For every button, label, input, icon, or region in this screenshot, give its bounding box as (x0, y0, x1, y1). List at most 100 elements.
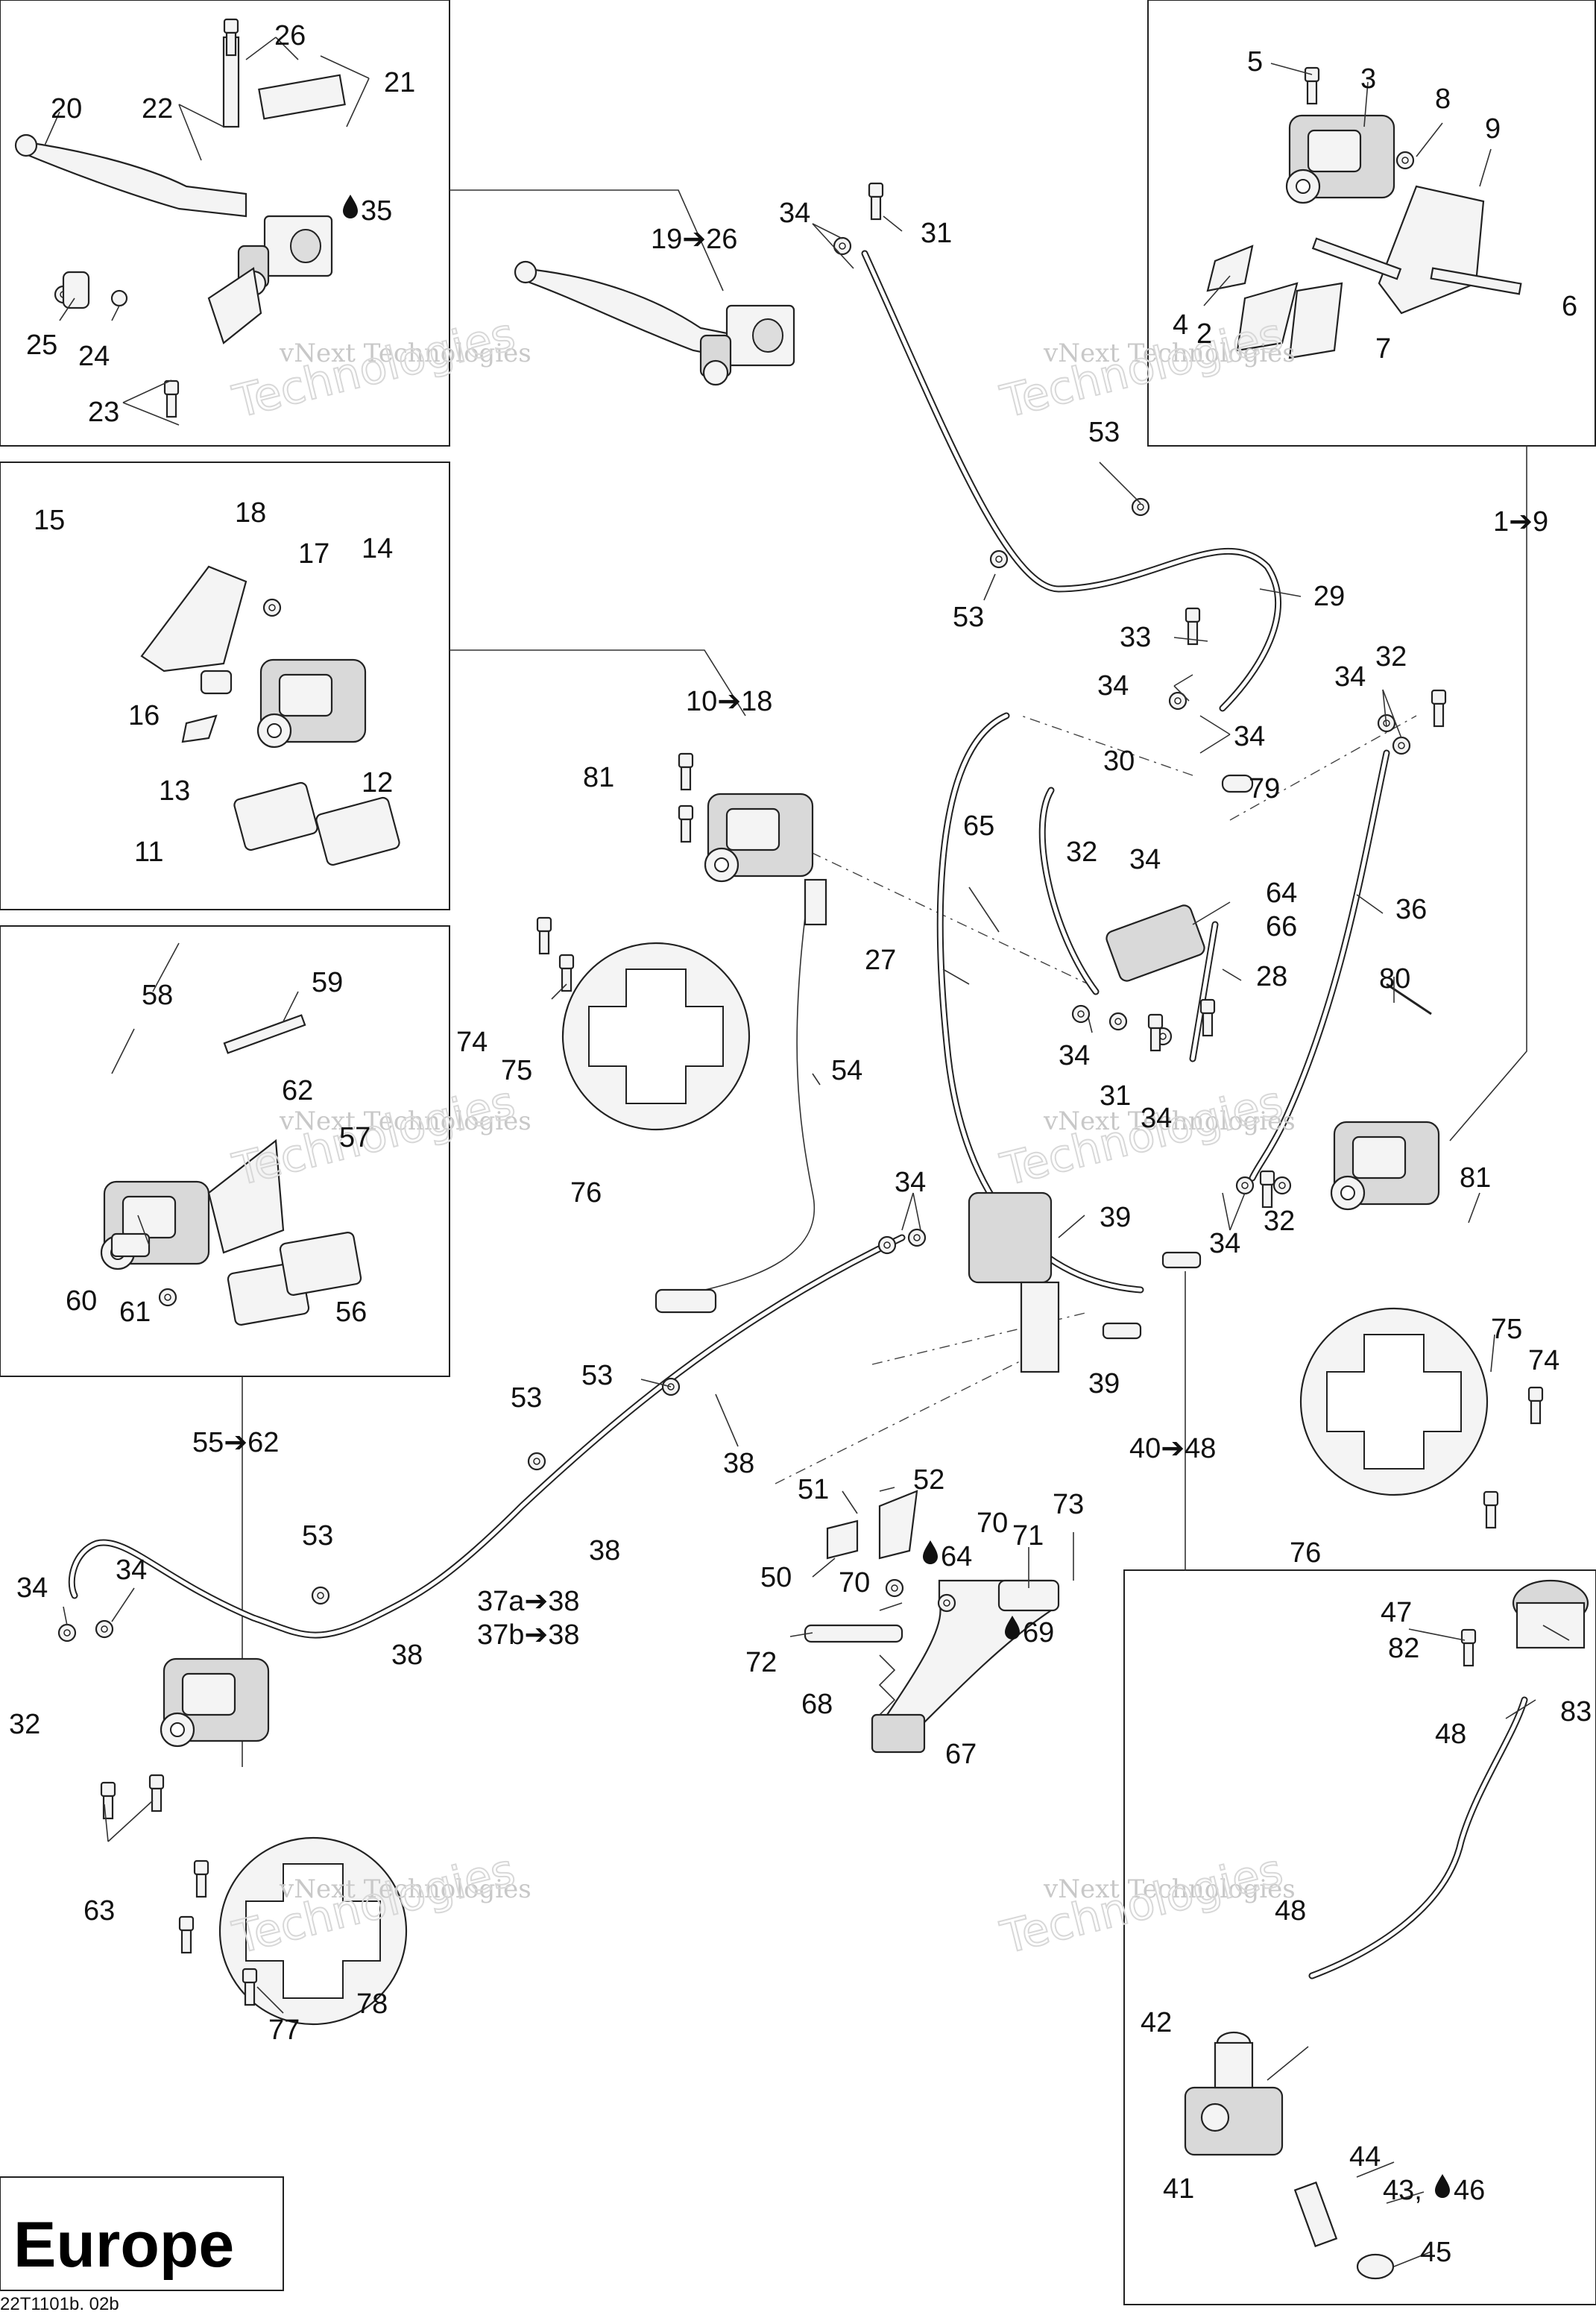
callout-44: 44 (1349, 2141, 1381, 2173)
callout-54: 54 (831, 1055, 862, 1086)
callout-15: 15 (34, 505, 65, 536)
callout-21: 21 (384, 67, 415, 98)
callout-34-e: 34 (1059, 1040, 1090, 1071)
callout-73: 73 (1053, 1489, 1084, 1520)
callout-67: 67 (945, 1739, 977, 1770)
callout-12: 12 (362, 767, 393, 799)
region-badge-box (0, 2176, 284, 2291)
callout-20: 20 (51, 93, 82, 125)
callout-25: 25 (26, 330, 57, 361)
callout-30: 30 (1103, 746, 1135, 777)
callout-66: 66 (1266, 911, 1297, 942)
callout-65: 65 (963, 810, 994, 842)
panel-rear-master-cylinder (1123, 1569, 1596, 2305)
svg-text:vNext Technologies: vNext Technologies (1043, 1106, 1296, 1136)
callout-34-c: 34 (1334, 661, 1366, 693)
callout-11: 11 (134, 837, 163, 868)
brake-disc-front-left (561, 942, 751, 1131)
callout-34-i: 34 (16, 1572, 48, 1604)
callout-34-h: 34 (1209, 1228, 1240, 1259)
callout-57: 57 (339, 1122, 370, 1153)
leader-10-18 (450, 649, 746, 716)
callout-76-right: 76 (1290, 1537, 1321, 1569)
callout-53-c: 53 (581, 1360, 613, 1391)
callout-5: 5 (1247, 46, 1263, 78)
callout-22: 22 (142, 93, 173, 125)
callout-38-a: 38 (723, 1448, 754, 1479)
callout-37a-38: 37a➔38 (477, 1586, 580, 1617)
callout-3: 3 (1360, 63, 1376, 95)
callout-48-mid: 48 (1275, 1895, 1306, 1927)
oil-drop-icon (343, 195, 358, 218)
callout-48-top: 48 (1435, 1719, 1466, 1750)
callout-31-top: 31 (921, 218, 952, 249)
svg-text:Technologies: Technologies (996, 1844, 1288, 1964)
callout-53-mid: 53 (953, 602, 984, 633)
callout-60: 60 (66, 1285, 97, 1317)
callout-64-bottom: 64 (941, 1541, 972, 1572)
callout-39-right: 39 (1100, 1202, 1131, 1233)
callout-46: 46 (1454, 2175, 1485, 2206)
callout-61: 61 (119, 1297, 151, 1328)
panel-master-cylinder-left (0, 0, 450, 447)
callout-34-g: 34 (895, 1167, 926, 1198)
callout-28: 28 (1256, 961, 1287, 992)
callout-4: 4 (1173, 309, 1188, 341)
callout-13: 13 (159, 775, 190, 807)
callout-40-48: 40➔48 (1129, 1433, 1216, 1464)
callout-34-b: 34 (1234, 721, 1265, 752)
svg-text:vNext Technologies: vNext Technologies (1043, 1874, 1296, 1904)
callout-51: 51 (798, 1474, 829, 1505)
callout-53-top: 53 (1088, 417, 1120, 448)
callout-34-d: 34 (1129, 844, 1161, 875)
callout-79: 79 (1249, 773, 1280, 804)
callout-47: 47 (1381, 1597, 1412, 1628)
callout-9: 9 (1485, 113, 1501, 145)
callout-76-left: 76 (570, 1177, 602, 1209)
callout-24: 24 (78, 341, 110, 372)
callout-6: 6 (1562, 291, 1577, 322)
callout-26: 26 (274, 20, 306, 51)
svg-text:vNext Technologies: vNext Technologies (1043, 338, 1296, 368)
callout-80: 80 (1379, 963, 1410, 995)
callout-38-b: 38 (589, 1535, 620, 1566)
callout-2: 2 (1196, 318, 1212, 350)
callout-10-18: 10➔18 (686, 686, 772, 717)
callout-34-a: 34 (1097, 670, 1129, 702)
callout-43: 43, (1383, 2175, 1422, 2206)
callout-34-top: 34 (779, 198, 810, 229)
figure-code: 22T1101b. 02b (0, 2294, 119, 2314)
callout-68: 68 (801, 1689, 833, 1720)
callout-33: 33 (1120, 622, 1151, 653)
callout-34-j: 34 (116, 1555, 147, 1586)
svg-text:Technologies: Technologies (228, 1076, 520, 1196)
callout-82: 82 (1388, 1633, 1419, 1664)
leader-19-26 (450, 189, 724, 292)
callout-23: 23 (88, 397, 119, 428)
callout-53-e: 53 (302, 1520, 333, 1552)
callout-55-62: 55➔62 (192, 1427, 279, 1458)
callout-63: 63 (83, 1895, 115, 1927)
callout-34-f: 34 (1141, 1103, 1172, 1134)
callout-32-mid: 32 (1066, 837, 1097, 868)
callout-53-d: 53 (511, 1382, 542, 1414)
svg-text:Technologies: Technologies (228, 308, 520, 428)
callout-19-26: 19➔26 (651, 224, 737, 255)
callout-74-right: 74 (1528, 1345, 1559, 1376)
callout-38-c: 38 (391, 1640, 423, 1671)
callout-81-center: 81 (583, 762, 614, 793)
callout-31-mid: 31 (1100, 1080, 1131, 1112)
region-label: Europe (13, 2209, 234, 2281)
callout-32-bottom: 32 (9, 1709, 40, 1740)
callout-14: 14 (362, 533, 393, 564)
callout-42: 42 (1141, 2007, 1172, 2038)
callout-32-right: 32 (1264, 1206, 1295, 1237)
callout-labels: 20 22 26 21 35 25 24 23 19➔26 34 31 5 3 … (9, 20, 1592, 2268)
panel-caliper-front-right (1147, 0, 1596, 447)
callout-29: 29 (1313, 581, 1345, 612)
callout-69: 69 (1023, 1617, 1054, 1648)
callout-81-right: 81 (1460, 1162, 1491, 1194)
panel-caliper-rear-left (0, 925, 450, 1377)
callout-70-bottom: 70 (839, 1567, 870, 1599)
callout-71: 71 (1012, 1520, 1044, 1552)
